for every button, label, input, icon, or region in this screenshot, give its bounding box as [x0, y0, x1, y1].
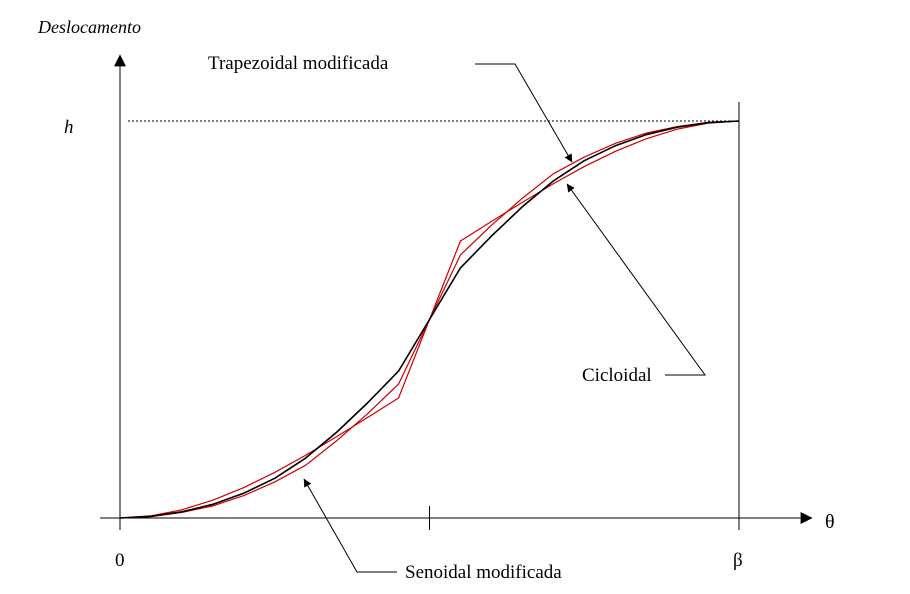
y-tick-label-h: h: [64, 117, 74, 138]
annotation-leader-senoidal: [303, 478, 397, 573]
annotation-leader-cicloidal: [566, 183, 706, 376]
annotation-label-trapezoidal: Trapezoidal modificada: [208, 53, 389, 74]
series-group: [119, 120, 740, 519]
annotation-label-senoidal: Senoidal modificada: [405, 562, 562, 583]
x-tick-label-beta: β: [733, 550, 743, 571]
annotation-leader-trapezoidal: [475, 63, 573, 163]
x-tick-label-0: 0: [115, 550, 125, 571]
x-axis-label: θ: [825, 511, 835, 533]
annotation-label-cicloidal: Cicloidal: [582, 365, 652, 386]
y-axis-label: Deslocamento: [37, 17, 141, 37]
series-line-0: [119, 120, 740, 519]
